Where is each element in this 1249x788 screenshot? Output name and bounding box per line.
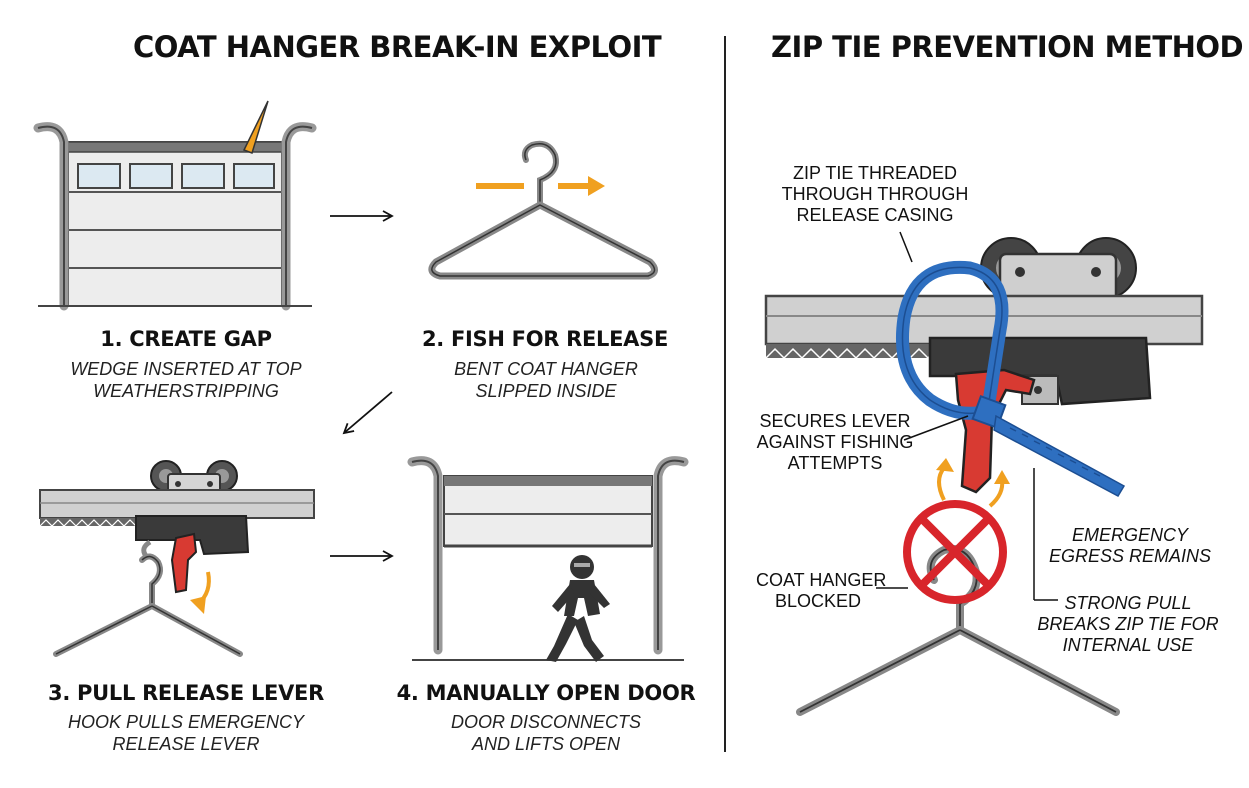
strong-pull-label-line: STRONG PULL bbox=[1064, 593, 1192, 613]
wedge-icon bbox=[242, 100, 269, 154]
hanger-blocked-label-line: COAT HANGER bbox=[756, 570, 887, 590]
secures-lever-label-line: ATTEMPTS bbox=[787, 453, 883, 473]
zip-tie-label-line: THROUGH THROUGH bbox=[781, 184, 969, 204]
step-1-desc-line: WEATHERSTRIPPING bbox=[93, 381, 279, 401]
hanger-blocked-label: COAT HANGER BLOCKED bbox=[756, 570, 887, 612]
opener-rail-icon bbox=[39, 489, 315, 556]
step-4-desc: DOOR DISCONNECTS AND LIFTS OPEN bbox=[396, 711, 696, 755]
opener-rail-icon bbox=[764, 294, 1204, 406]
pull-arrowhead-icon bbox=[190, 596, 206, 614]
zip-tie-label-line: ZIP TIE THREADED bbox=[792, 163, 958, 183]
emergency-egress-label-line: EMERGENCY bbox=[1071, 525, 1188, 545]
step-1-desc-line: WEDGE INSERTED AT TOP bbox=[70, 359, 302, 379]
step-2-title: 2. FISH FOR RELEASE bbox=[421, 327, 668, 351]
release-lever-icon bbox=[170, 532, 198, 594]
zip-tie-label-line: RELEASE CASING bbox=[796, 205, 954, 225]
left-section-title: COAT HANGER BREAK-IN EXPLOIT bbox=[133, 30, 662, 64]
step-3-title: 3. PULL RELEASE LEVER bbox=[48, 681, 324, 705]
strong-pull-label: STRONG PULL BREAKS ZIP TIE FOR INTERNAL … bbox=[1030, 593, 1226, 656]
strong-pull-label-line: INTERNAL USE bbox=[1062, 635, 1194, 655]
no-symbol-icon bbox=[903, 500, 1007, 604]
coat-hanger-icon bbox=[53, 539, 243, 657]
step-1-desc: WEDGE INSERTED AT TOP WEATHERSTRIPPING bbox=[36, 358, 336, 402]
motion-arrow-icon bbox=[558, 176, 605, 196]
step-3-desc-line: HOOK PULLS EMERGENCY bbox=[67, 712, 305, 732]
release-lever-icon bbox=[954, 368, 1036, 494]
secures-lever-label-line: AGAINST FISHING bbox=[756, 432, 914, 452]
step-2-desc-line: SLIPPED INSIDE bbox=[475, 381, 617, 401]
lever-up-arrowhead-icon bbox=[994, 470, 1010, 484]
step-4-desc-line: AND LIFTS OPEN bbox=[471, 734, 621, 754]
step-3-desc-line: RELEASE LEVER bbox=[112, 734, 260, 754]
burglar-icon bbox=[546, 555, 610, 662]
step-1-title: 1. CREATE GAP bbox=[100, 327, 272, 351]
hanger-blocked-label-line: BLOCKED bbox=[774, 591, 862, 611]
step-4-desc-line: DOOR DISCONNECTS bbox=[450, 712, 641, 732]
leader-line-zip-tie bbox=[899, 231, 913, 263]
garage-door-icon bbox=[33, 122, 317, 311]
coat-hanger-icon bbox=[428, 140, 658, 280]
step-4-title: 4. MANUALLY OPEN DOOR bbox=[396, 681, 696, 705]
emergency-egress-label: EMERGENCY EGRESS REMAINS bbox=[1040, 525, 1220, 567]
zip-tie-icon bbox=[895, 260, 1126, 497]
leader-line-secures bbox=[903, 415, 969, 441]
strong-pull-label-line: BREAKS ZIP TIE FOR bbox=[1037, 614, 1219, 634]
secures-lever-label-line: SECURES LEVER bbox=[759, 411, 911, 431]
flow-arrow-2 bbox=[342, 391, 393, 435]
zip-tie-label: ZIP TIE THREADED THROUGH THROUGH RELEASE… bbox=[770, 163, 980, 226]
lever-up-arrow-icon bbox=[937, 466, 946, 501]
step-3-desc: HOOK PULLS EMERGENCY RELEASE LEVER bbox=[36, 711, 336, 755]
lever-up-arrowhead-icon bbox=[936, 458, 954, 472]
right-section-title: ZIP TIE PREVENTION METHOD bbox=[771, 30, 1244, 64]
step-2-desc: BENT COAT HANGER SLIPPED INSIDE bbox=[396, 358, 696, 402]
secures-lever-label: SECURES LEVER AGAINST FISHING ATTEMPTS bbox=[752, 411, 918, 474]
emergency-egress-label-line: EGRESS REMAINS bbox=[1048, 546, 1212, 566]
garage-door-icon bbox=[407, 456, 689, 661]
step-2-desc-line: BENT COAT HANGER bbox=[454, 359, 638, 379]
